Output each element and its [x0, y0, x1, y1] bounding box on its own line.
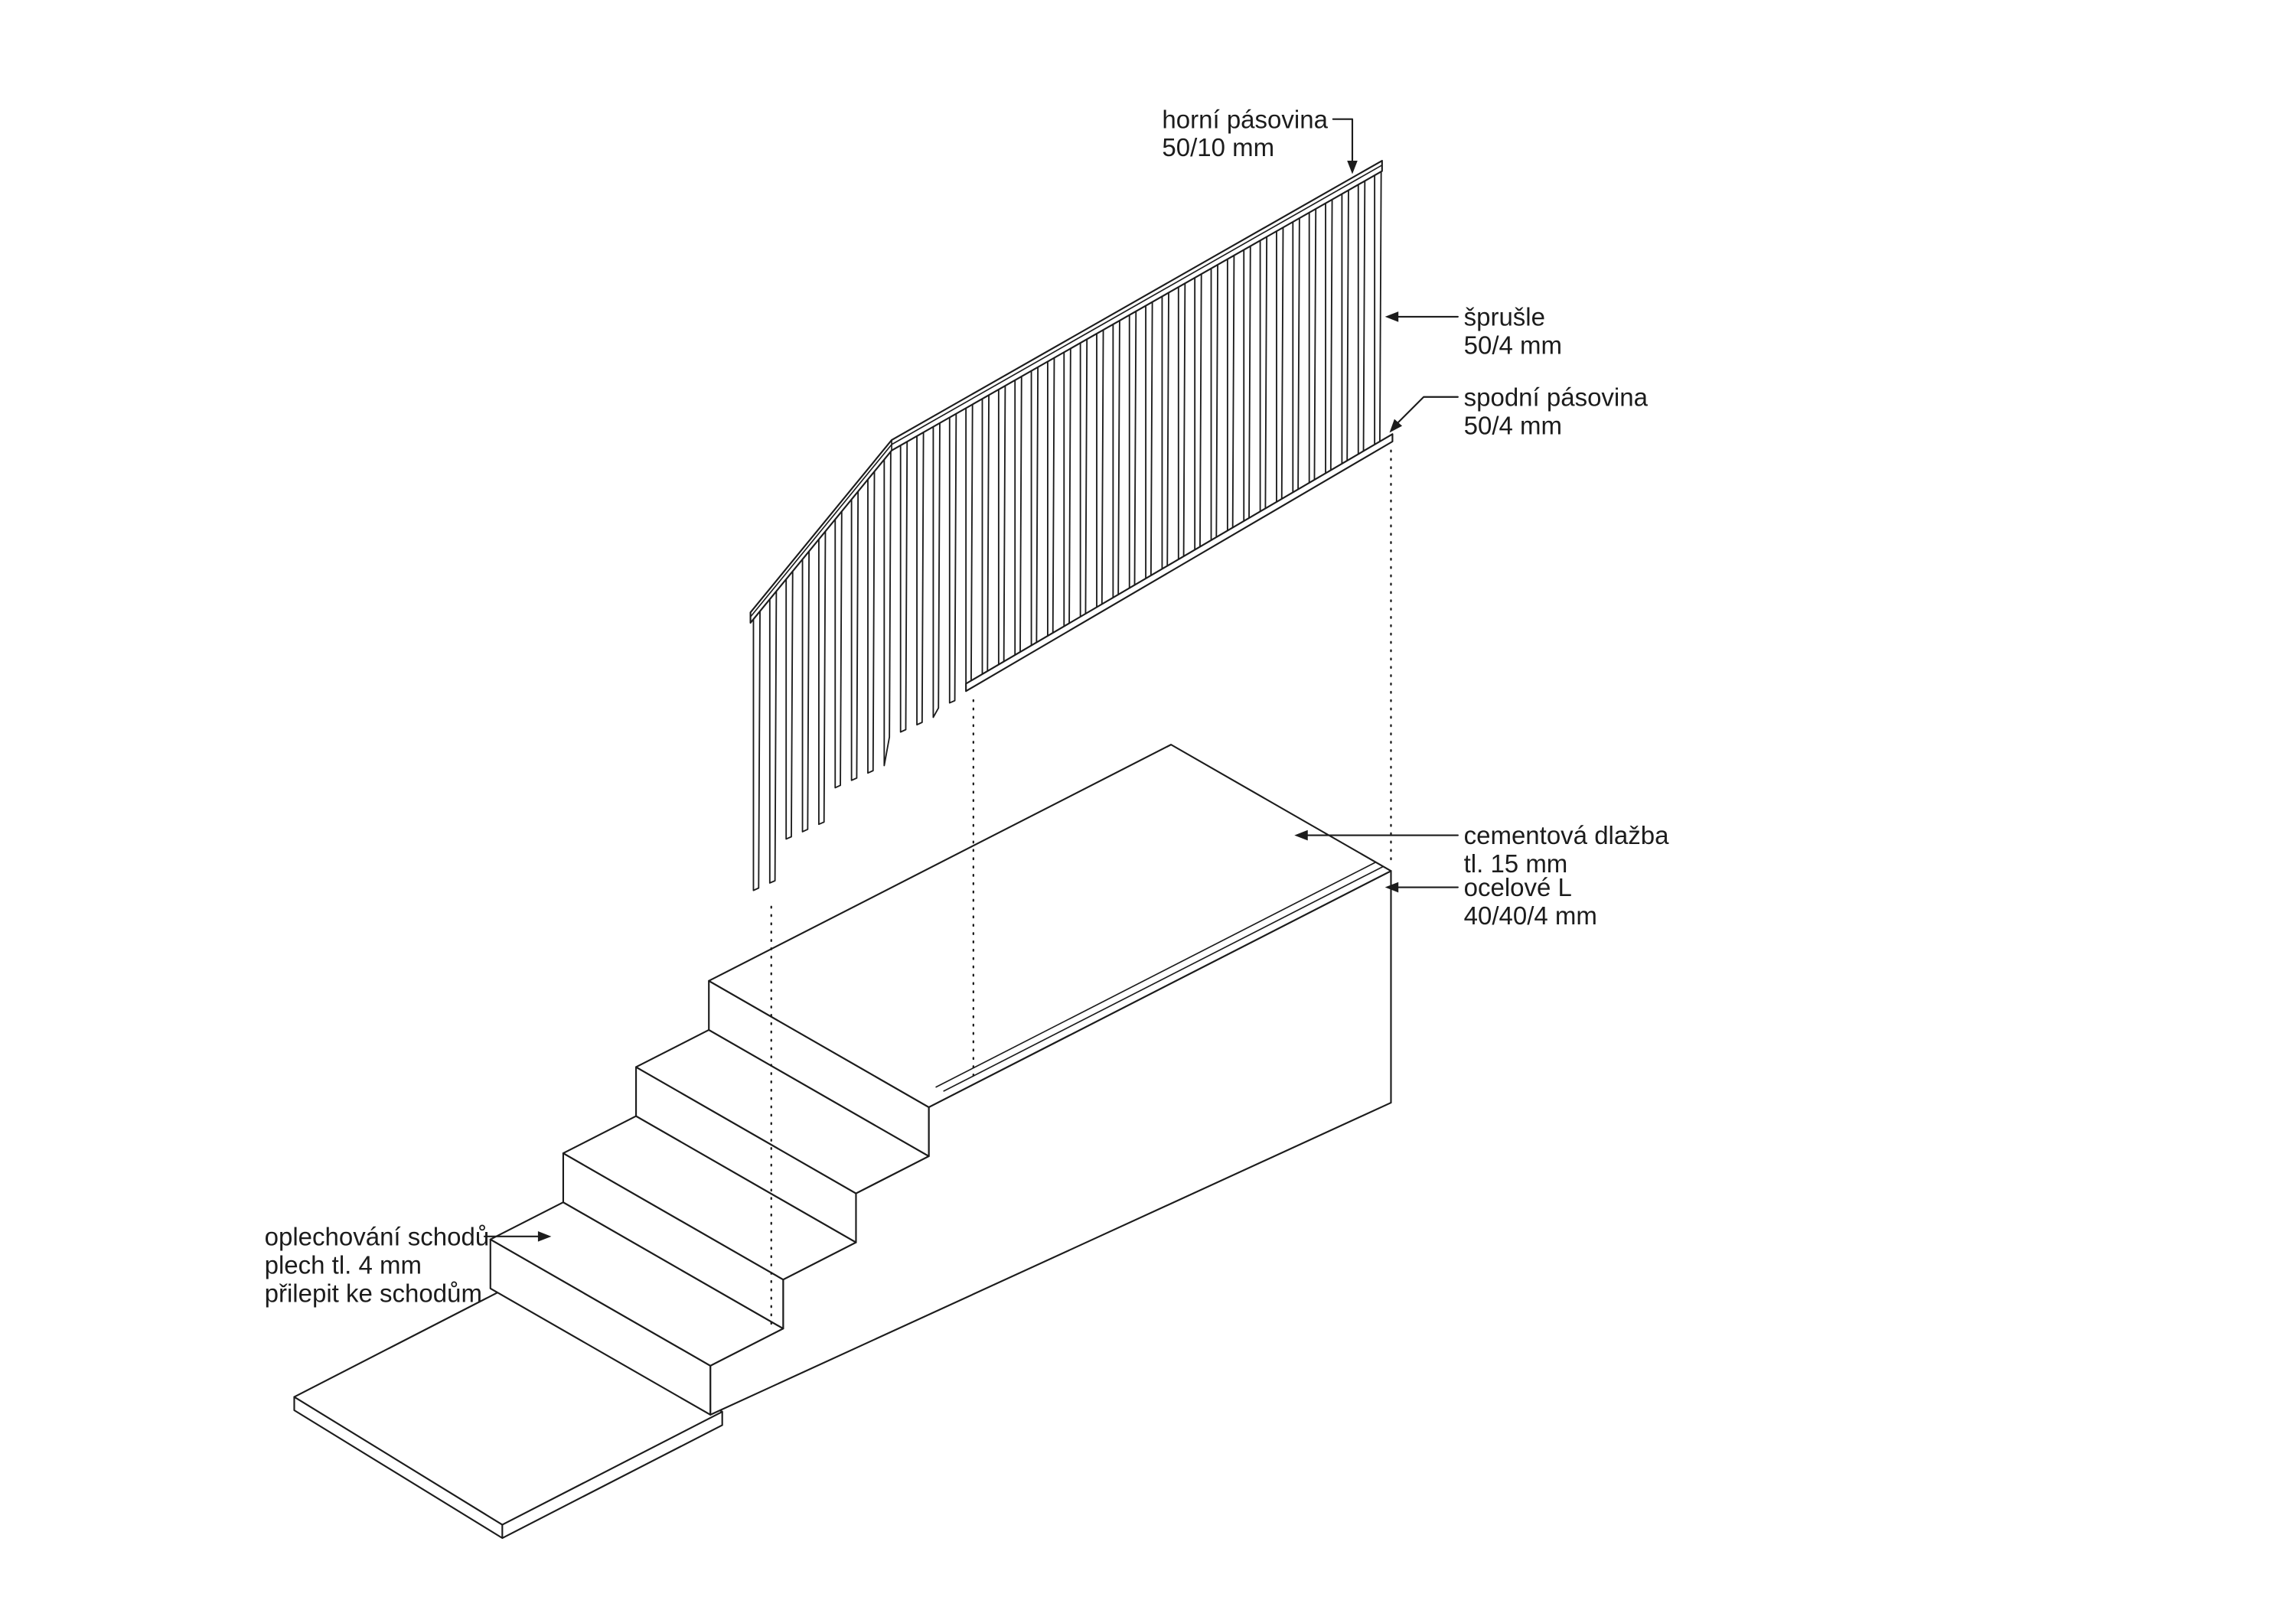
label-sprusle: šprušle 50/4 mm: [1464, 303, 1562, 360]
baluster: [867, 471, 876, 774]
baluster: [1014, 376, 1022, 656]
label-cementova-dlazba-line-2: tl. 15 mm: [1464, 849, 1568, 878]
label-ocelove-l-line-2: 40/40/4 mm: [1464, 901, 1597, 930]
baluster: [834, 510, 843, 789]
baluster: [948, 412, 957, 704]
baluster: [1161, 292, 1169, 570]
baluster: [768, 590, 778, 884]
label-horni-pasovina: horní pásovina 50/10 mm: [1162, 105, 1328, 161]
baluster: [1063, 347, 1071, 627]
baluster: [1030, 366, 1039, 647]
railing: [749, 159, 1394, 891]
label-oplechovani-line-2: plech tl. 4 mm: [265, 1250, 422, 1279]
label-horni-pasovina-line-1: horní pásovina: [1162, 105, 1328, 133]
baluster: [1292, 217, 1300, 494]
baluster: [1079, 338, 1088, 618]
baluster: [899, 441, 908, 733]
leaders: [483, 118, 1459, 1242]
label-cementova-dlazba: cementová dlažba tl. 15 mm: [1464, 821, 1669, 878]
leader-spodni-pasovina: [1397, 396, 1459, 423]
baluster: [1374, 171, 1382, 446]
assembly-guide-lines: [770, 449, 1392, 1328]
baluster: [1128, 310, 1137, 589]
baluster: [916, 432, 925, 726]
baluster: [1341, 189, 1349, 465]
baluster: [932, 422, 941, 719]
cement-tile-edge-line: [935, 862, 1376, 1088]
label-oplechovani-line-3: přilepit ke schodům: [265, 1279, 482, 1307]
baluster: [1177, 282, 1186, 560]
baluster: [1276, 227, 1284, 503]
steel-l-angle-line: [943, 865, 1384, 1092]
baluster: [752, 610, 761, 891]
label-spodni-pasovina-line-2: 50/4 mm: [1464, 411, 1562, 439]
label-ocelove-l: ocelové L 40/40/4 mm: [1464, 873, 1597, 930]
baluster: [1243, 245, 1251, 523]
label-spodni-pasovina-line-1: spodní pásovina: [1464, 383, 1649, 411]
baluster: [1357, 180, 1366, 455]
floor-slab-thickness-edge: [293, 1396, 723, 1540]
arrowhead-ocelove-l: [1384, 882, 1399, 893]
arrowhead-horni-pasovina: [1347, 161, 1358, 174]
baluster: [997, 385, 1006, 666]
arrowhead-sprusle: [1384, 311, 1399, 322]
balusters-group: [752, 171, 1382, 891]
baluster: [1259, 236, 1268, 513]
label-oplechovani-schodu: oplechování schodů plech tl. 4 mm přilep…: [265, 1222, 490, 1307]
baluster: [1325, 198, 1333, 474]
label-cementova-dlazba-line-1: cementová dlažba: [1464, 821, 1669, 849]
baluster: [1226, 254, 1235, 532]
baluster: [1112, 320, 1120, 599]
baluster: [1308, 207, 1317, 484]
arrowhead-cementova-dlazba: [1294, 829, 1308, 841]
baluster: [1145, 301, 1153, 579]
leader-horni-pasovina: [1332, 118, 1354, 162]
label-spodni-pasovina: spodní pásovina 50/4 mm: [1464, 383, 1649, 439]
label-oplechovani-line-1: oplechování schodů: [265, 1222, 490, 1250]
baluster: [1047, 357, 1055, 637]
bottom-bar: [965, 433, 1394, 693]
baluster: [883, 451, 892, 767]
baluster: [1194, 273, 1202, 551]
baluster: [965, 403, 974, 685]
floor-slab: [293, 1282, 723, 1540]
label-horni-pasovina-line-2: 50/10 mm: [1162, 133, 1274, 161]
baluster: [981, 394, 990, 676]
staircase-block: [489, 744, 1392, 1416]
arrowhead-spodni-pasovina: [1389, 419, 1403, 433]
baluster: [801, 550, 810, 833]
landing-top-face: [708, 744, 1392, 1108]
label-sprusle-line-2: 50/4 mm: [1464, 331, 1562, 359]
arrowhead-oplechovani: [537, 1231, 552, 1242]
baluster: [1210, 263, 1218, 542]
baluster: [785, 570, 794, 840]
baluster: [1096, 329, 1104, 608]
label-sprusle-line-1: šprušle: [1464, 303, 1545, 331]
baluster: [817, 530, 827, 826]
label-ocelove-l-line-1: ocelové L: [1464, 873, 1572, 901]
baluster: [850, 490, 859, 781]
